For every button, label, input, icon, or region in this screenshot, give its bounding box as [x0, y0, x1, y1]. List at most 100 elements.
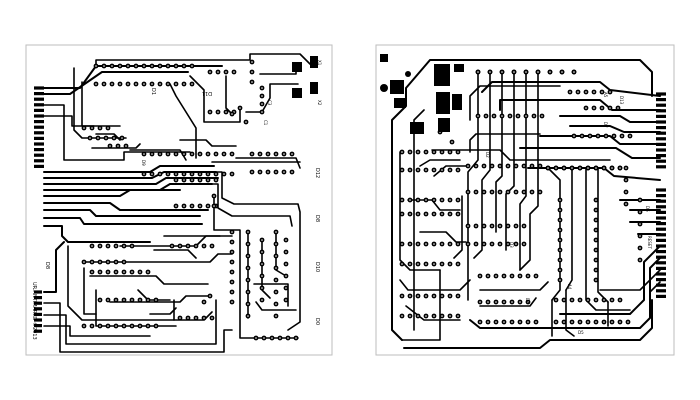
- drill-hole: [493, 115, 495, 117]
- drill-hole: [91, 245, 93, 247]
- edge-finger: [656, 289, 666, 293]
- drill-hole: [483, 243, 485, 245]
- copper-trace: [519, 147, 661, 159]
- edge-finger: [656, 120, 666, 124]
- drill-hole: [119, 83, 121, 85]
- edge-finger: [656, 266, 666, 270]
- drill-hole: [489, 71, 491, 73]
- drill-hole: [199, 205, 201, 207]
- drill-hole: [183, 179, 185, 181]
- right-edge-connector: [656, 92, 666, 298]
- edge-finger: [656, 255, 666, 259]
- drill-hole: [171, 245, 173, 247]
- drill-hole: [417, 295, 419, 297]
- copper-trace: [43, 71, 189, 95]
- drill-hole: [135, 83, 137, 85]
- drill-hole: [91, 127, 93, 129]
- drill-hole: [211, 317, 213, 319]
- label-d2: D2: [485, 152, 490, 158]
- drill-hole: [99, 127, 101, 129]
- drill-hole: [595, 167, 597, 169]
- drill-hole: [131, 325, 133, 327]
- drill-hole: [117, 145, 119, 147]
- drill-hole: [159, 153, 161, 155]
- drill-hole: [425, 315, 427, 317]
- copper-trace: [569, 125, 661, 133]
- drill-hole: [625, 191, 627, 193]
- copper-trace: [401, 269, 441, 341]
- drill-hole: [509, 115, 511, 117]
- drill-hole: [525, 115, 527, 117]
- drill-hole: [151, 83, 153, 85]
- copper-block: [390, 80, 404, 94]
- drill-hole: [409, 199, 411, 201]
- label-x1: X1: [317, 60, 322, 66]
- drill-hole: [103, 83, 105, 85]
- drill-hole: [475, 165, 477, 167]
- copper-trace: [565, 167, 573, 291]
- drill-hole: [131, 245, 133, 247]
- copper-trace: [109, 295, 211, 303]
- left-board-pads: [81, 56, 318, 341]
- drill-hole: [611, 299, 613, 301]
- copper-trace: [505, 71, 515, 251]
- copper-trace: [95, 53, 311, 67]
- drill-hole: [251, 81, 253, 83]
- drill-hole: [179, 245, 181, 247]
- drill-hole: [515, 243, 517, 245]
- drill-hole: [629, 135, 631, 137]
- drill-hole: [291, 171, 293, 173]
- edge-finger: [34, 307, 42, 311]
- drill-hole: [487, 321, 489, 323]
- drill-hole: [143, 173, 145, 175]
- label-d6: D6: [645, 206, 650, 212]
- drill-hole: [167, 83, 169, 85]
- drill-hole: [275, 231, 277, 233]
- copper-trace: [499, 99, 661, 111]
- edge-finger: [34, 148, 44, 152]
- drill-hole: [251, 171, 253, 173]
- edge-finger: [34, 318, 42, 322]
- drill-hole: [259, 171, 261, 173]
- drill-hole: [159, 65, 161, 67]
- drill-hole: [501, 71, 503, 73]
- drill-hole: [275, 315, 277, 317]
- drill-hole: [475, 191, 477, 193]
- drill-hole: [499, 191, 501, 193]
- edge-finger: [34, 120, 44, 124]
- edge-finger: [656, 233, 666, 237]
- copper-trace: [565, 289, 575, 337]
- label-d7: D7: [603, 122, 608, 128]
- drill-hole: [195, 317, 197, 319]
- drill-hole: [261, 103, 263, 105]
- drill-hole: [263, 337, 265, 339]
- drill-hole: [433, 213, 435, 215]
- drill-hole: [587, 299, 589, 301]
- edge-finger: [656, 294, 666, 298]
- drill-hole: [563, 299, 565, 301]
- drill-hole: [605, 135, 607, 137]
- copper-trace: [245, 83, 299, 113]
- drill-hole: [491, 165, 493, 167]
- drill-hole: [207, 179, 209, 181]
- drill-hole: [285, 251, 287, 253]
- drill-hole: [535, 275, 537, 277]
- drill-hole: [425, 213, 427, 215]
- copper-trace: [547, 167, 561, 301]
- edge-finger: [34, 86, 44, 90]
- drill-hole: [601, 107, 603, 109]
- copper-trace: [519, 71, 539, 271]
- label-c3: C3: [267, 100, 272, 106]
- edge-finger: [656, 261, 666, 265]
- mounting-pad: [292, 88, 302, 98]
- drill-hole: [99, 299, 101, 301]
- copper-trace: [43, 189, 181, 197]
- drill-hole: [525, 71, 527, 73]
- copper-trace: [43, 115, 121, 127]
- drill-hole: [593, 107, 595, 109]
- drill-hole: [175, 65, 177, 67]
- drill-hole: [527, 275, 529, 277]
- drill-hole: [231, 261, 233, 263]
- copper-trace: [391, 59, 653, 341]
- drill-hole: [271, 337, 273, 339]
